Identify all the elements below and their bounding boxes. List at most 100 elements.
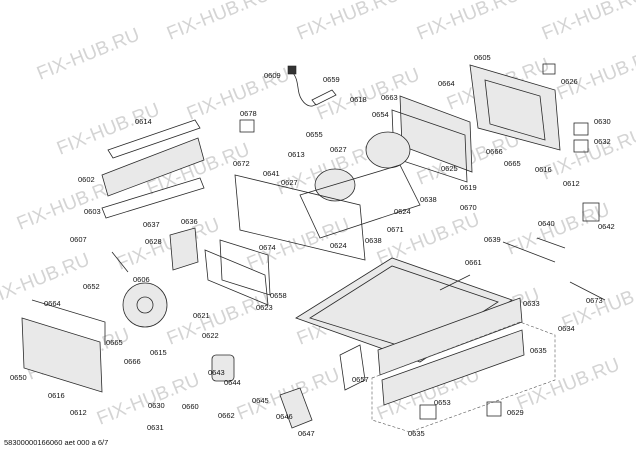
- part-callout: 0639: [484, 235, 501, 244]
- part-0650-edge: [31, 299, 106, 345]
- part-callout: 0618: [350, 95, 367, 104]
- watermark-text: FIX-HUB.RU: [294, 0, 403, 45]
- part-0640-wire: [536, 237, 566, 249]
- part-callout: 0632: [594, 137, 611, 146]
- part-callout: 0627: [330, 145, 347, 154]
- part-callout: 0662: [218, 411, 235, 420]
- footer-reference: 58300000166060 aet 000 a 6/7: [4, 438, 108, 447]
- part-callout: 0626: [561, 77, 578, 86]
- part-0604-tray-inner: [309, 265, 499, 353]
- part-callout: 0670: [460, 203, 477, 212]
- part-callout: 0627: [281, 178, 298, 187]
- part-0646-cylinder: [279, 387, 313, 429]
- part-0655-compressor: [314, 168, 356, 202]
- part-callout: 0661: [465, 258, 482, 267]
- part-callout: 0602: [78, 175, 95, 184]
- part-0650-housing: [21, 317, 103, 393]
- part-callout: 0657: [352, 375, 369, 384]
- part-callout: 0666: [124, 357, 141, 366]
- part-0673-wire: [569, 281, 606, 301]
- part-callout: 0660: [182, 402, 199, 411]
- part-0658-frame: [219, 239, 271, 296]
- part-0603-rail: [101, 177, 205, 219]
- watermark-text: FIX-HUB.RU: [504, 199, 613, 259]
- part-0602-rail: [101, 137, 205, 197]
- watermark-text: FIX-HUB.RU: [164, 289, 273, 349]
- part-0614-rail: [107, 119, 201, 159]
- part-0609-plug: [287, 65, 297, 75]
- part-callout: 0623: [256, 303, 273, 312]
- part-0643-capacitor: [211, 354, 235, 382]
- part-callout: 0628: [145, 237, 162, 246]
- part-callout: 0658: [270, 291, 287, 300]
- part-0664-panel: [399, 95, 473, 173]
- part-callout: 0622: [202, 331, 219, 340]
- part-callout: 0635: [530, 346, 547, 355]
- part-callout: 0636: [181, 217, 198, 226]
- part-callout: 0616: [535, 165, 552, 174]
- part-callout: 0625: [441, 164, 458, 173]
- part-0672-tray: [234, 174, 366, 261]
- part-callout: 0637: [143, 220, 160, 229]
- part-callout: 0647: [298, 429, 315, 438]
- part-callout: 0659: [323, 75, 340, 84]
- part-callout: 0603: [84, 207, 101, 216]
- part-0634-grille: [381, 329, 525, 406]
- part-callout: 0644: [224, 378, 241, 387]
- part-callout: 0663: [381, 93, 398, 102]
- part-0605-assembly: [469, 64, 561, 151]
- part-callout: 0640: [538, 219, 555, 228]
- part-callout: 0645: [252, 396, 269, 405]
- part-callout: 0629: [507, 408, 524, 417]
- part-callout: 0643: [208, 368, 225, 377]
- part-callout: 0607: [70, 235, 87, 244]
- part-callout: 0673: [586, 296, 603, 305]
- part-callout: 0614: [135, 117, 152, 126]
- callout-layer: 0602060306050606060706090612061306140615…: [10, 53, 615, 438]
- part-callout: 0606: [133, 275, 150, 284]
- part-callout: 0650: [10, 373, 27, 382]
- part-0624-base: [299, 164, 421, 239]
- part-callout: 0664: [438, 79, 455, 88]
- part-callout: 0638: [420, 195, 437, 204]
- part-0623-housing: [204, 249, 269, 306]
- part-callout: 0605: [474, 53, 491, 62]
- part-callout: 0630: [148, 401, 165, 410]
- part-0639-wire: [502, 241, 556, 263]
- part-0606-fan-hub: [136, 296, 154, 314]
- part-callout: 0672: [233, 159, 250, 168]
- part-0661-bar: [439, 274, 471, 291]
- part-callout: 0646: [276, 412, 293, 421]
- part-callout: 0674: [259, 243, 276, 252]
- part-callout: 0621: [193, 311, 210, 320]
- part-callout: 0655: [306, 130, 323, 139]
- part-0609-cord: [291, 71, 317, 107]
- part-0636-cover: [169, 227, 199, 271]
- part-callout: 0642: [598, 222, 615, 231]
- part-callout: 0615: [150, 348, 167, 357]
- part-0659-bracket: [311, 89, 337, 106]
- watermark-text: FIX-HUB.RU: [539, 0, 636, 45]
- part-0678-clip: [239, 119, 255, 133]
- part-callout: 0619: [460, 183, 477, 192]
- watermark-text: FIX-HUB.RU: [94, 369, 203, 429]
- part-callout: 0671: [387, 225, 404, 234]
- watermark-text: FIX-HUB.RU: [414, 0, 523, 45]
- part-0654-compressor: [365, 131, 411, 169]
- part-callout: 0613: [288, 150, 305, 159]
- part-callout: 0664: [44, 299, 61, 308]
- part-0605-detail: [484, 79, 546, 141]
- part-0633-grille: [377, 297, 523, 376]
- watermark-text: FIX-HUB.RU: [514, 354, 623, 414]
- part-callout: 0635: [408, 429, 425, 438]
- part-callout: 0665: [106, 338, 123, 347]
- part-callout: 0612: [70, 408, 87, 417]
- part-0607-rod: [111, 251, 129, 273]
- part-callout: 0653: [434, 398, 451, 407]
- part-0653: [419, 404, 437, 420]
- watermark-text: FIX-HUB.RU: [554, 44, 636, 104]
- part-callout: 0616: [48, 391, 65, 400]
- part-callout: 0631: [147, 423, 164, 432]
- part-drawings: [21, 63, 606, 433]
